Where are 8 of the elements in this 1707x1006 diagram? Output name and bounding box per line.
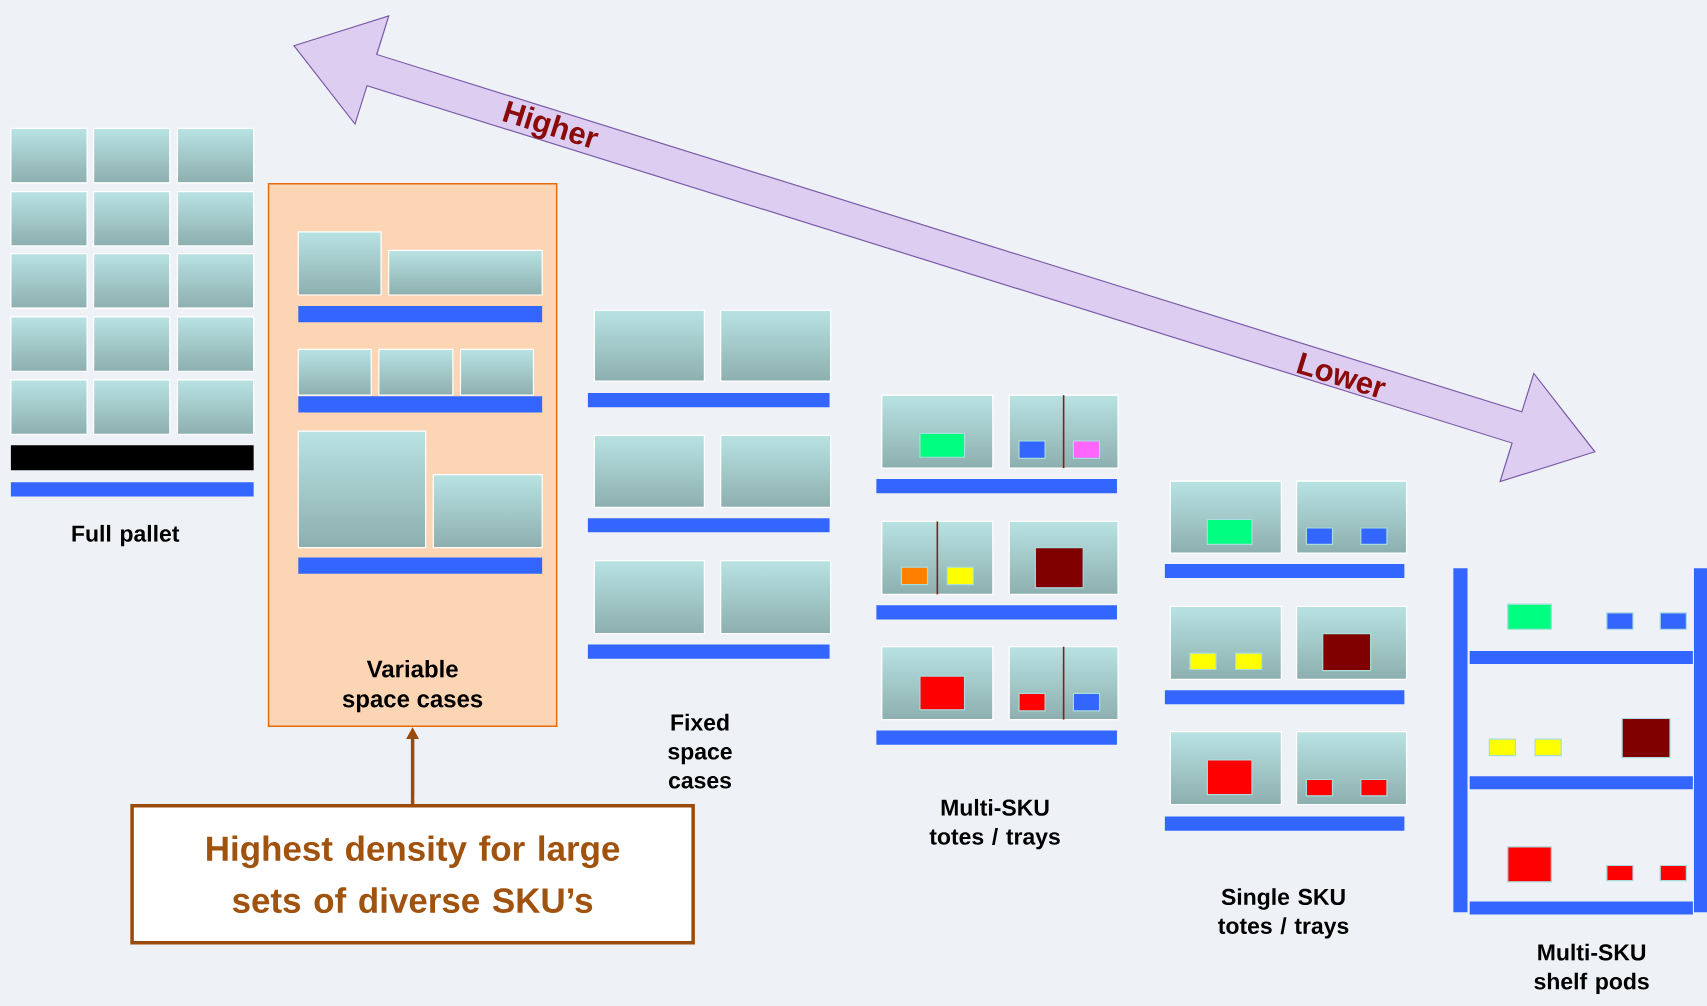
callout-box: Highest density for large sets of diverse SKU’s: [130, 804, 695, 945]
direction-label: Lower: [1296, 352, 1387, 398]
caption: Multi-SKU totes / trays: [929, 798, 1060, 850]
caption: Single SKU totes / trays: [1218, 888, 1349, 939]
caption: Fixed space cases: [668, 713, 732, 789]
direction-label: Higher: [502, 100, 599, 148]
caption: Full pallet: [72, 524, 180, 547]
caption: Multi-SKU shelf pods: [1534, 943, 1649, 995]
